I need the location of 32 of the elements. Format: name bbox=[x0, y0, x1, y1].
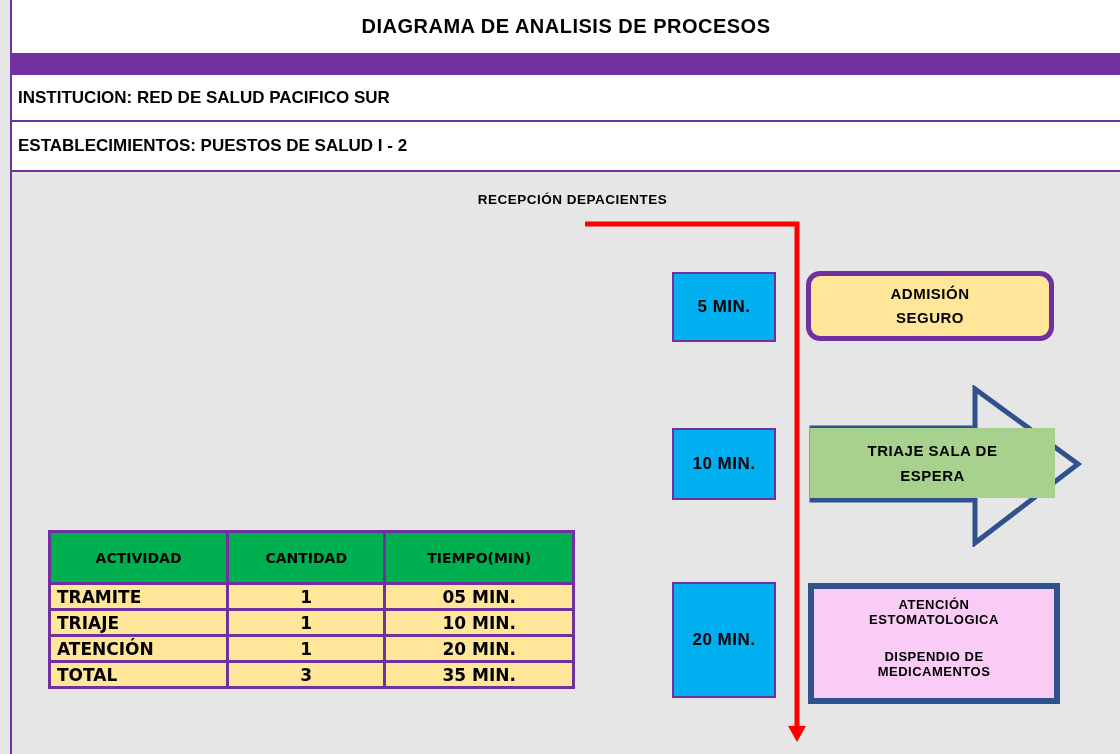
table-cell: 20 MIN. bbox=[384, 635, 574, 662]
diagram-title: DIAGRAMA DE ANALISIS DE PROCESOS bbox=[361, 15, 771, 38]
table-cell: TRIAJE bbox=[49, 609, 228, 636]
node-text: ADMISIÓN SEGURO bbox=[889, 284, 971, 328]
node-text: 10 MIN. bbox=[692, 454, 756, 474]
node-text: 20 MIN. bbox=[692, 630, 756, 650]
arrow-shape bbox=[808, 385, 1084, 547]
table-cell: 10 MIN. bbox=[384, 609, 574, 636]
table-cell: 3 bbox=[227, 661, 385, 688]
time-box bbox=[672, 582, 776, 698]
table-header-cell: TIEMPO(MIN) bbox=[384, 531, 574, 584]
time-box bbox=[672, 272, 776, 342]
table-cell: 1 bbox=[227, 583, 385, 610]
table-header-cell: ACTIVIDAD bbox=[49, 531, 228, 584]
table-cell: 05 MIN. bbox=[384, 583, 574, 610]
table-cell: 1 bbox=[227, 635, 385, 662]
table-cell: 1 bbox=[227, 609, 385, 636]
table-cell: TOTAL bbox=[49, 661, 228, 688]
table-cell: TRAMITE bbox=[49, 583, 228, 610]
table-cell: ATENCIÓN bbox=[49, 635, 228, 662]
table-cell: 35 MIN. bbox=[384, 661, 574, 688]
header-text: INSTITUCION: RED DE SALUD PACIFICO SUR bbox=[18, 87, 390, 108]
node-text: TRIAJE SALA DE ESPERA bbox=[866, 440, 999, 486]
table-header-cell: CANTIDAD bbox=[227, 531, 385, 584]
node-text: 5 MIN. bbox=[697, 297, 751, 317]
node-text: DISPENDIO DE MEDICAMENTOS bbox=[876, 649, 992, 679]
time-box bbox=[672, 428, 776, 500]
process-box bbox=[806, 271, 1054, 341]
flow-heading: RECEPCIÓN DEPACIENTES bbox=[476, 192, 669, 207]
process-box bbox=[808, 583, 1060, 704]
node-text: ATENCIÓN ESTOMATOLOGICA bbox=[868, 597, 1000, 627]
header-text: ESTABLECIMIENTOS: PUESTOS DE SALUD I - 2 bbox=[18, 136, 408, 156]
